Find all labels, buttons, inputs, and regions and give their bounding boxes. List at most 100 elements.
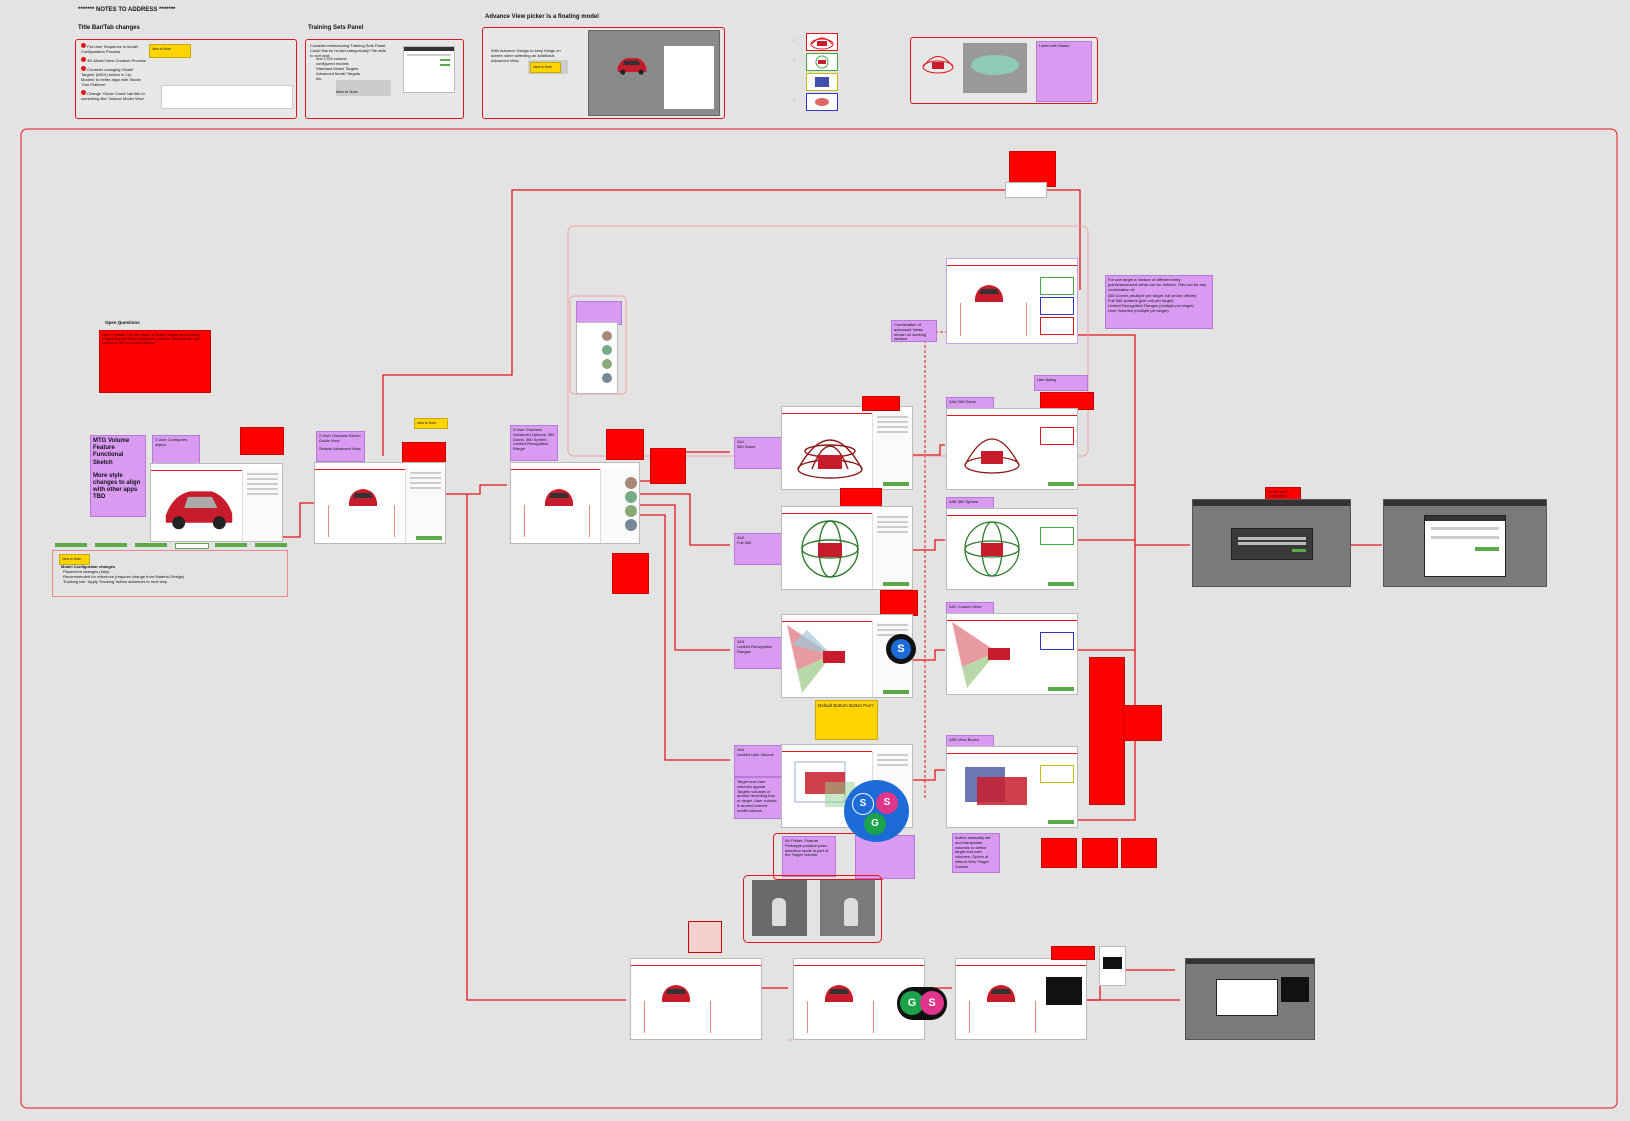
combined-screen[interactable] (946, 258, 1078, 344)
step3-note: 3 User Chooses Advanced Options: 360 Dom… (510, 425, 558, 461)
step3-screen[interactable] (510, 462, 640, 544)
combination-note: Combination of advanced Views shown on w… (891, 320, 937, 342)
person-image-1 (752, 880, 807, 936)
avatar[interactable]: S (852, 793, 874, 815)
avpicker-note-2 (855, 835, 915, 879)
volume-box-icon (965, 767, 1027, 805)
option-sphere-thumb[interactable] (624, 491, 637, 503)
result-3ad-screen[interactable] (946, 746, 1078, 828)
training-heading: Training Sets Panel (308, 25, 364, 31)
bottom-note (688, 921, 722, 953)
advance-body: With Advance Design to keep things on sc… (491, 48, 561, 63)
dome-icon[interactable] (1040, 277, 1074, 295)
training-list-item: etc. (316, 76, 323, 81)
tab-stereo-grid[interactable] (175, 543, 209, 549)
tab-guide-view[interactable] (135, 543, 167, 547)
option-volume-thumb[interactable] (624, 519, 637, 531)
step1-screen[interactable] (150, 463, 283, 542)
result-3ac-screen[interactable] (946, 613, 1078, 695)
avatar[interactable]: S (920, 991, 944, 1015)
red-note-d (1123, 705, 1162, 741)
training-notes: Consider restructuring Training Sets Pan… (305, 39, 464, 119)
bottom-screen-1[interactable] (630, 958, 762, 1040)
todo-label: Idea to Note (59, 554, 90, 565)
cylinder-icon[interactable] (1040, 632, 1074, 650)
bottom-mini-screen (1099, 946, 1126, 986)
avatar[interactable]: S (876, 792, 898, 814)
red-note-b (1082, 838, 1118, 868)
cube-icon[interactable] (1040, 765, 1074, 783)
bottom-red-note (1051, 946, 1095, 960)
step2-screen[interactable] (314, 462, 446, 544)
advance-notes: With Advance Design to keep things on sc… (482, 27, 725, 119)
step3-red-note-2 (650, 448, 686, 484)
tab-packaging[interactable] (255, 543, 287, 547)
sphere-icon[interactable] (1040, 317, 1074, 335)
training-list-item: one 1700 volume (316, 56, 347, 61)
target-note: For one target a mixture of different en… (1105, 275, 1213, 329)
model-cfg-item: Placement changes (step) (63, 569, 110, 574)
red-tall-note (1089, 657, 1125, 805)
tab-model-settings[interactable] (95, 543, 127, 547)
training-list-item: Standard Model Targets (316, 66, 359, 71)
training-body: Consider restructuring Training Sets Pan… (310, 43, 387, 58)
step1-red-note (240, 427, 284, 455)
dome-red-note (862, 396, 900, 411)
avatar[interactable]: G (864, 813, 886, 835)
car-icon (975, 285, 1003, 302)
car-icon (349, 489, 377, 506)
red-note-c (1121, 838, 1157, 868)
info-sticky: Label with Studio (1036, 41, 1092, 102)
result-3ab-screen[interactable] (946, 508, 1078, 590)
dome-wireframe-icon (964, 438, 1020, 474)
title-bar-heading: Title Bar/Tab changes (78, 25, 140, 31)
sphere-icon[interactable] (1040, 527, 1074, 545)
tb-item-2: 3D-Model View Creation Process (87, 58, 146, 63)
dialog-box[interactable] (1216, 979, 1278, 1016)
advance-screen-mockup (588, 30, 720, 116)
bottom-final-screen[interactable] (1185, 958, 1315, 1040)
sphere-bullet-icon: ◌ (793, 58, 796, 64)
car-icon (165, 491, 233, 530)
step2-note: 2 User Chooses Stereo Guide View Selects… (316, 431, 365, 462)
dialog-box[interactable] (1231, 528, 1313, 560)
top-mini-screen (1005, 182, 1047, 198)
tb-item-3: Consider changing 'Model Targets' (MGV) … (81, 67, 141, 87)
step3-red-note-3 (612, 553, 649, 594)
cylinder-icon[interactable] (1040, 297, 1074, 315)
tab-training-data[interactable] (55, 543, 87, 547)
final-dialog-screen-1[interactable] (1192, 499, 1351, 587)
avatar-ring[interactable]: S (886, 634, 916, 664)
dropdown-preview[interactable] (576, 322, 618, 394)
info-notes: Label with Studio (910, 37, 1098, 104)
training-idea-label: Idea to Note (336, 80, 391, 96)
training-list-item: configured models (316, 61, 349, 66)
advance-heading: Advance View picker is a floating model (485, 14, 599, 20)
sphere-icon (806, 53, 838, 71)
avpicker-note: AV Picker: Feature Prototype position pa… (782, 836, 836, 877)
dialog-box[interactable] (1424, 515, 1506, 577)
author-note: Author manually set and manipulate volum… (952, 833, 1000, 873)
sphere-wireframe-icon (801, 520, 859, 578)
car-icon (662, 985, 690, 1002)
option-range-thumb[interactable] (624, 505, 637, 517)
advance-idea-label: Idea to Note (530, 62, 561, 73)
dome-icon (806, 33, 838, 51)
dome-bullet-icon: ◌ (793, 38, 796, 44)
bottom-screen-3[interactable] (955, 958, 1087, 1040)
sphere-screen[interactable] (781, 506, 913, 590)
final-dialog-screen-2[interactable] (1383, 499, 1547, 587)
dome-icon[interactable] (1040, 427, 1074, 445)
dome-screen[interactable] (781, 406, 913, 490)
training-panel-mockup (403, 46, 455, 93)
car-icon (614, 51, 649, 79)
sphere-wireframe-icon (964, 521, 1020, 577)
option-dome-thumb[interactable] (624, 477, 637, 489)
step1-note: 1 User Configures object (152, 435, 200, 465)
tab-training[interactable] (215, 543, 247, 547)
model-cfg-item: Tracking tab: 'Apply Tracking' button ad… (63, 579, 168, 584)
cylinder-bullet-icon: ◌ (793, 98, 796, 104)
result-3aa-screen[interactable] (946, 408, 1078, 490)
